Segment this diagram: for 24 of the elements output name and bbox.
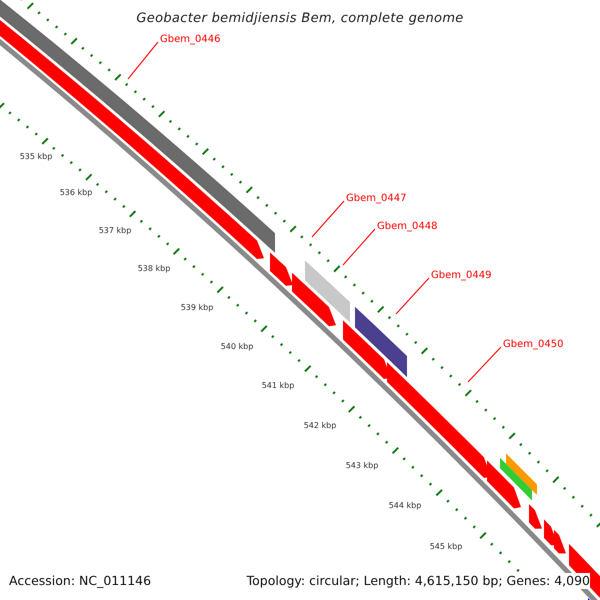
position-label: 544 kbp (388, 501, 422, 511)
position-label: 536 kbp (60, 188, 92, 198)
position-label: 538 kbp (138, 264, 170, 274)
position-label: 541 kbp (262, 381, 294, 391)
leader-line (312, 200, 344, 238)
gene-label: Gbem_0448 (377, 220, 438, 234)
position-label: 542 kbp (304, 421, 336, 431)
gene-label: Gbem_0450 (503, 338, 564, 352)
position-label: 537 kbp (98, 226, 132, 236)
position-label: 543 kbp (346, 461, 378, 471)
gene-label: Gbem_0447 (346, 192, 406, 206)
position-label: 540 kbp (220, 342, 254, 352)
position-label: 539 kbp (180, 303, 214, 313)
position-label: 545 kbp (430, 542, 462, 552)
leader-line (342, 228, 376, 266)
gene-label: Gbem_0446 (160, 33, 220, 47)
genome-info-text: Topology: circular; Length: 4,615,150 bp; Genes: 4,090 (246, 573, 590, 589)
map-title: Geobacter bemidjiensis Bem, complete genome (135, 10, 465, 28)
leader-line (128, 42, 158, 80)
position-label: 535 kbp (20, 152, 52, 162)
leader-line (468, 346, 502, 382)
leader-line (396, 278, 430, 314)
accession-text: Accession: NC_011146 (9, 573, 152, 589)
gene-label: Gbem_0449 (431, 269, 492, 283)
